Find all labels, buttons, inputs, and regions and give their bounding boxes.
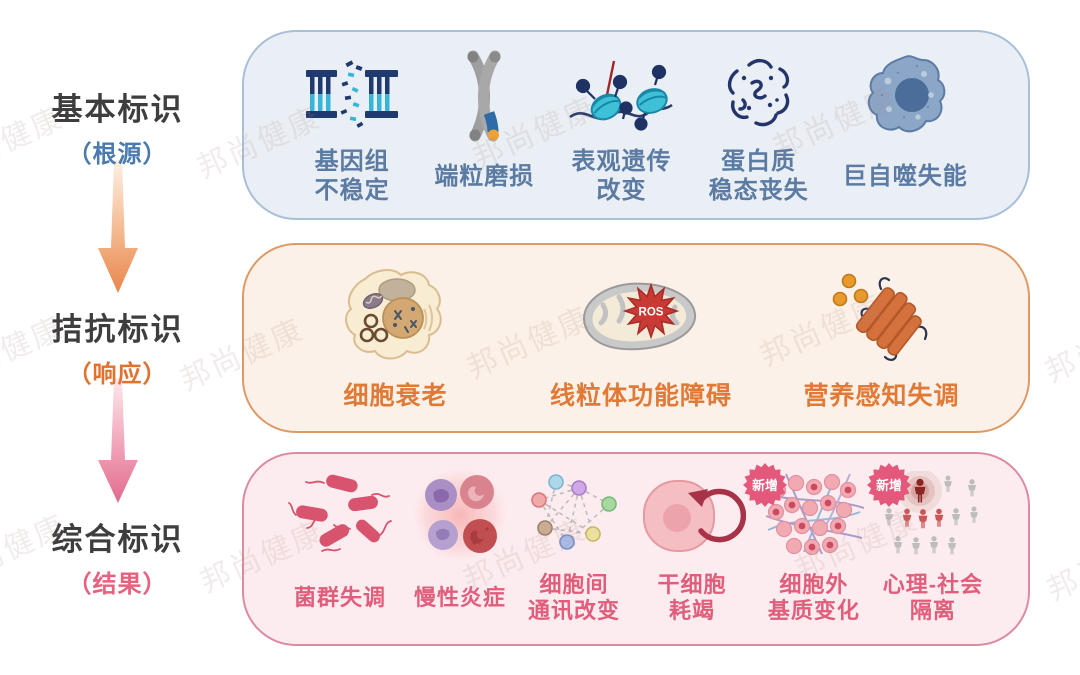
stage-integrative-subtitle: （结果） <box>67 571 168 598</box>
antagonistic-hallmarks-box: 细胞衰老 ROS 线粒体功能障碍 <box>242 243 1030 433</box>
stem-cell-icon <box>642 480 746 552</box>
stage-antagonistic-subtitle: （响应） <box>67 361 168 388</box>
chromosome-telomere-icon <box>467 50 501 142</box>
senescent-cell-icon <box>344 269 442 360</box>
social-isolation-icon <box>884 471 978 555</box>
watermark: 邦尚健康 <box>1042 523 1080 608</box>
hallmark-cellular-senescence: 细胞衰老 <box>286 257 506 419</box>
icon-box <box>333 257 459 373</box>
stage-antagonistic: 拮抗标识 （响应） <box>0 304 235 389</box>
hallmark-label: 细胞衰老 <box>343 382 448 410</box>
hallmark-label: 细胞外 基质变化 <box>767 571 860 623</box>
icon-box <box>288 466 392 564</box>
hallmark-label: 蛋白质 稳态丧失 <box>708 148 809 204</box>
icon-box: ROS <box>573 257 709 373</box>
hallmark-dysbiosis: 菌群失调 <box>288 466 392 632</box>
new-badge-label: 新增 <box>876 478 902 493</box>
new-badge: 新增 <box>866 462 912 508</box>
misfolded-protein-icon <box>727 59 789 127</box>
hallmark-label: 营养感知失调 <box>803 382 960 410</box>
down-arrow-icon <box>98 378 138 503</box>
hallmark-epigenetic-alterations: 表观遗传 改变 <box>568 44 674 206</box>
icon-box <box>529 466 619 564</box>
hallmark-label: 巨自噬失能 <box>842 162 968 190</box>
integrative-hallmarks-box: 菌群失调 <box>242 452 1030 646</box>
hallmark-label: 细胞间 通讯改变 <box>527 571 620 623</box>
new-badge-label: 新增 <box>752 478 778 493</box>
stage-integrative-title: 综合标识 <box>51 522 184 557</box>
icon-box <box>568 44 674 148</box>
hallmark-stem-cell-exhaustion: 干细胞 耗竭 <box>638 466 746 632</box>
hallmark-label: 基因组 不稳定 <box>314 148 390 204</box>
icon-box <box>410 466 510 564</box>
watermark: 邦尚健康 <box>1040 305 1080 390</box>
basic-hallmarks-box: 基因组 不稳定 端粒磨损 <box>242 30 1030 220</box>
stage-basic-title: 基本标识 <box>51 92 184 127</box>
cell-network-icon <box>531 474 617 550</box>
hallmark-genomic-instability: 基因组 不稳定 <box>304 44 400 206</box>
hallmark-telomere-attrition: 端粒磨损 <box>434 44 534 206</box>
icon-box <box>825 257 939 373</box>
dna-damage-icon <box>306 60 399 128</box>
hallmark-disabled-macroautophagy: 巨自噬失能 <box>843 44 968 206</box>
hallmark-label: 慢性炎症 <box>413 584 506 610</box>
stage-integrative: 综合标识 （结果） <box>0 514 235 599</box>
hallmark-label: 干细胞 耗竭 <box>657 571 727 623</box>
icon-box <box>451 44 517 148</box>
hallmark-loss-of-proteostasis: 蛋白质 稳态丧失 <box>709 44 809 206</box>
new-badge: 新增 <box>742 462 788 508</box>
hallmark-mitochondrial-dysfunction: ROS 线粒体功能障碍 <box>521 257 761 419</box>
hallmark-label: 端粒磨损 <box>434 162 535 190</box>
icon-box: 新增 <box>866 462 984 564</box>
hallmark-altered-intercellular-communication: 细胞间 通讯改变 <box>528 466 620 632</box>
icon-box <box>638 466 746 564</box>
down-arrow-icon <box>98 160 138 293</box>
icon-box: 新增 <box>742 462 864 564</box>
ros-label: ROS <box>639 307 664 319</box>
hallmark-psychosocial-isolation: 新增 <box>866 462 984 632</box>
icon-box <box>860 44 950 148</box>
hallmark-extracellular-matrix-change: 新增 <box>742 462 864 632</box>
icon-box <box>719 44 799 148</box>
mitochondria-ros-icon: ROS <box>583 282 697 351</box>
icon-box <box>304 44 400 148</box>
hallmark-deregulated-nutrient-sensing: 营养感知失调 <box>777 257 987 419</box>
hallmark-label: 线粒体功能障碍 <box>549 382 732 410</box>
hallmark-label: 菌群失调 <box>293 584 386 610</box>
nutrient-sensing-icon <box>832 273 927 361</box>
hallmark-chronic-inflammation: 慢性炎症 <box>410 466 510 632</box>
stage-antagonistic-title: 拮抗标识 <box>51 312 184 347</box>
macroautophagy-cell-icon <box>868 55 946 133</box>
hallmark-label: 心理-社会 隔离 <box>882 571 984 623</box>
bacteria-icon <box>288 474 392 552</box>
stage-basic: 基本标识 （根源） <box>0 84 235 169</box>
stage-basic-subtitle: （根源） <box>67 141 168 168</box>
nucleosome-icon <box>569 60 674 131</box>
hallmark-label: 表观遗传 改变 <box>571 148 672 204</box>
inflammation-cells-icon <box>411 467 508 563</box>
